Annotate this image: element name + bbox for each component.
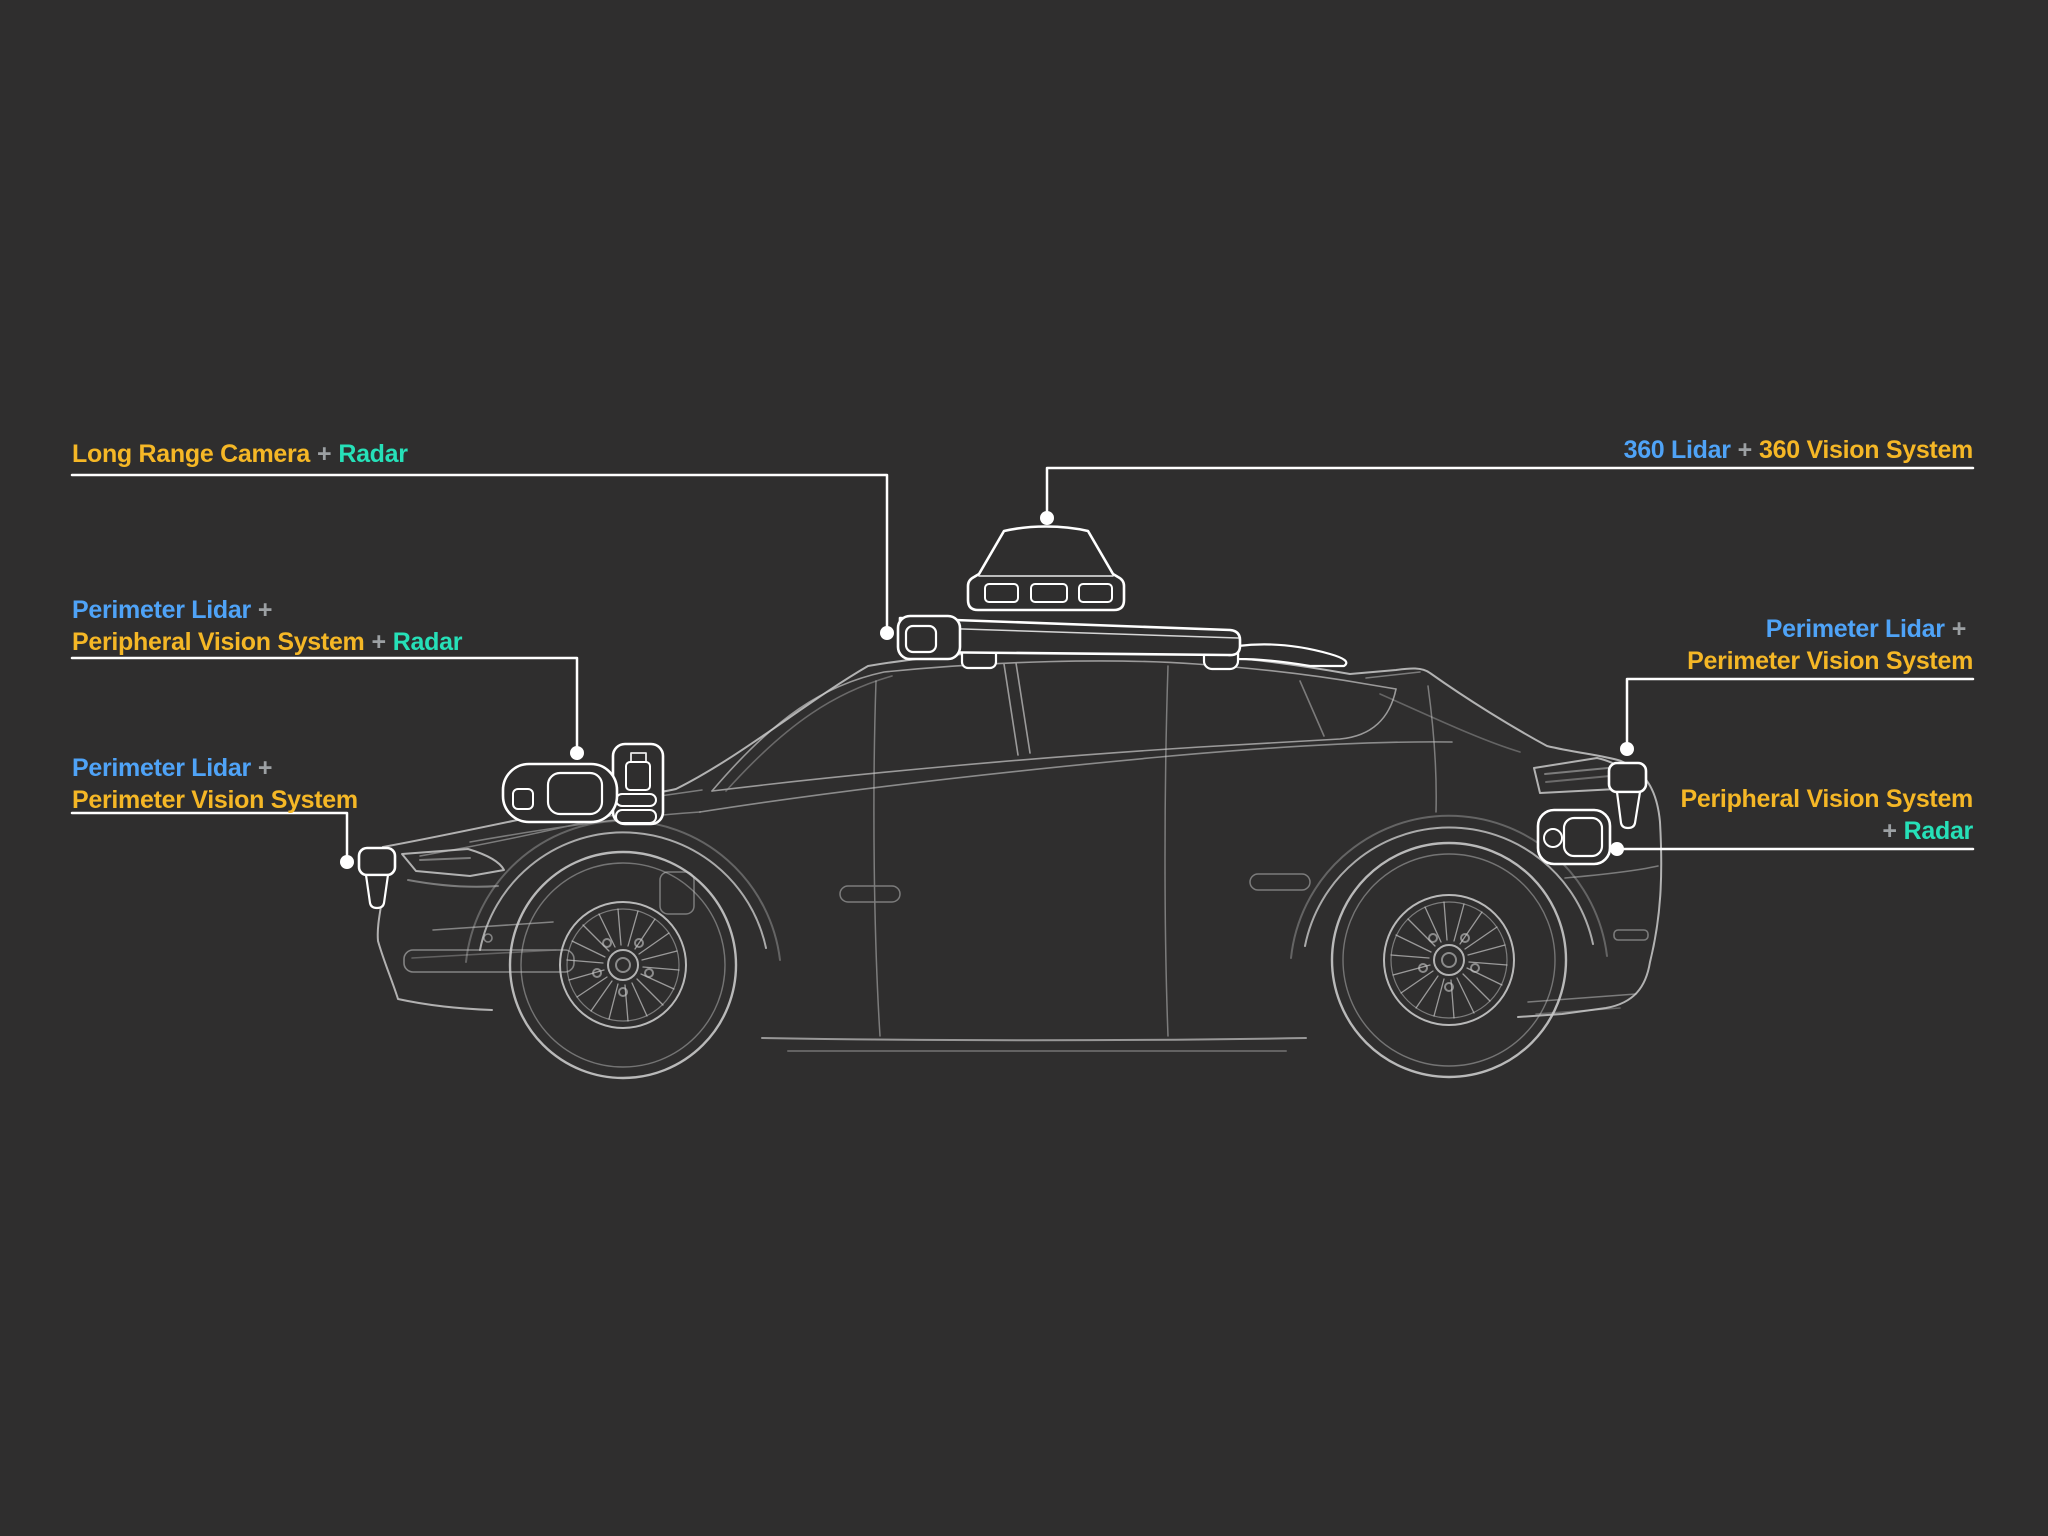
label-lidar-text: Perimeter Lidar: [72, 754, 251, 782]
label-line: Perimeter Lidar+: [1687, 613, 1973, 645]
front-bumper-sensor-pod: [357, 846, 397, 910]
label-vision-text: 360 Vision System: [1758, 436, 1973, 464]
label-line: Perimeter Vision System: [72, 784, 358, 816]
plus-separator: +: [1882, 817, 1897, 845]
label-line: Perimeter Vision System: [1687, 645, 1973, 677]
label-line: Long Range Camera+Radar: [72, 438, 408, 470]
plus-separator: +: [371, 628, 386, 656]
rear-wheel-spokes: [1390, 901, 1508, 1019]
sensor-pods: [357, 525, 1648, 910]
plus-separator: +: [317, 440, 332, 468]
roof-sensor-platform: [898, 616, 1348, 671]
label-vision-text: Perimeter Vision System: [72, 786, 358, 814]
label-line: Peripheral Vision System+Radar: [72, 626, 462, 658]
plus-separator: +: [257, 596, 273, 624]
front-wheel-spokes: [566, 908, 680, 1022]
car-body-outline: [374, 647, 1663, 1052]
rear-bumper-sensor-pod: [1536, 808, 1612, 866]
label-lidar-text: Perimeter Lidar: [72, 596, 251, 624]
label-radar-text: Radar: [392, 628, 463, 656]
dot-360-lidar: [1040, 511, 1054, 525]
long-range-camera-module: [896, 614, 962, 661]
windows: [711, 660, 1397, 792]
rear-top-sensor-pod: [1607, 761, 1648, 830]
label-radar-text: Radar: [1903, 817, 1974, 845]
label-rear-bumper-sensor: Peripheral Vision System +Radar: [1680, 783, 1974, 847]
dot-rear-bumper-sensor: [1610, 842, 1624, 856]
beltline: [699, 741, 1453, 813]
label-front-side-sensor: Perimeter Lidar+ Peripheral Vision Syste…: [72, 594, 462, 658]
label-360-lidar: 360 Lidar+360 Vision System: [1623, 434, 1974, 466]
door-lines: [659, 665, 1437, 1037]
dot-rear-top-sensor: [1620, 742, 1634, 756]
connector-long-range-camera: [70, 473, 889, 635]
label-lidar-text: Perimeter Lidar: [1765, 615, 1945, 643]
plus-separator: +: [1951, 615, 1967, 643]
wheel-arches: [465, 814, 1608, 963]
label-line: +Radar: [1681, 815, 1973, 847]
rear-wheel: [1330, 841, 1568, 1079]
360-lidar-dome: [966, 525, 1126, 612]
label-radar-text: Radar: [338, 440, 408, 468]
dot-long-range-camera: [880, 626, 894, 640]
front-bumper-detail: [403, 921, 575, 973]
connector-front-side-sensor: [70, 656, 579, 755]
label-line: Perimeter Lidar+: [72, 594, 462, 626]
rear-bumper-detail: [1365, 671, 1659, 1015]
connector-front-bumper-sensor: [70, 811, 349, 864]
label-line: 360 Lidar+360 Vision System: [1623, 434, 1974, 466]
callout-dots: [340, 511, 1634, 869]
dot-front-bumper-sensor: [340, 855, 354, 869]
label-vision-text: Perimeter Vision System: [1687, 647, 1973, 675]
connector-rear-top-sensor: [1625, 677, 1975, 751]
label-line: Peripheral Vision System: [1680, 783, 1974, 815]
plus-separator: +: [1737, 436, 1753, 464]
front-wheel-lugs: [592, 938, 654, 997]
label-line: Perimeter Lidar+: [72, 752, 358, 784]
label-camera-text: Long Range Camera: [72, 440, 311, 468]
label-lidar-text: 360 Lidar: [1623, 436, 1731, 464]
callout-connectors: [70, 466, 1975, 864]
label-vision-text: Peripheral Vision System: [72, 628, 365, 656]
front-wheel: [508, 850, 738, 1080]
label-rear-top-sensor: Perimeter Lidar+ Perimeter Vision System: [1687, 613, 1973, 677]
label-front-bumper-sensor: Perimeter Lidar+ Perimeter Vision System: [72, 752, 358, 816]
rear-wheel-lugs: [1418, 933, 1480, 992]
vehicle-illustration: [374, 647, 1663, 1080]
headlight: [401, 848, 505, 888]
dot-front-side-sensor: [570, 746, 584, 760]
plus-separator: +: [257, 754, 273, 782]
front-fender-sensor-pod: [501, 742, 665, 826]
label-vision-text: Peripheral Vision System: [1680, 785, 1974, 813]
label-long-range-camera: Long Range Camera+Radar: [72, 438, 408, 470]
connector-360-lidar: [1045, 466, 1975, 520]
